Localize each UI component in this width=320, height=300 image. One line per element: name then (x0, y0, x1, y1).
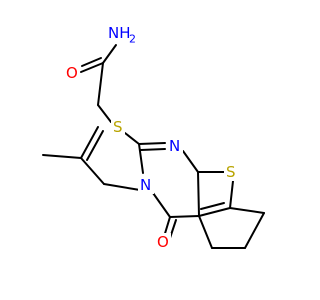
pyrimidine-n1-label: N (169, 137, 180, 155)
bond-c7a-c4a-2 (200, 202, 225, 210)
bond-ch2-alkene (80, 157, 105, 185)
bond-ch2b-ch2c (244, 212, 265, 249)
bond-c4a-ch2a (198, 215, 213, 249)
bond-c2-n1 (138, 142, 166, 145)
bond-n1-c8a (182, 150, 199, 173)
bond-c4-n3 (152, 192, 171, 218)
keto-oxygen-label: O (157, 233, 169, 251)
bond-s-c2 (124, 132, 140, 145)
bond-alkene-terminal-2 (86, 130, 104, 161)
atom-labels: NH 2 O S N N S O (64, 24, 238, 251)
thioether-sulfur: S (111, 118, 125, 136)
bond-c-ch2 (97, 62, 104, 106)
bond-alkene-terminal (80, 126, 99, 159)
pyrimidine-n1: N (167, 137, 183, 155)
bond-ch2-s (97, 104, 112, 123)
bond-amide-c-o-2 (81, 57, 102, 67)
bond-c4a-c4 (169, 215, 200, 218)
pyrimidine-n3: N (138, 176, 154, 194)
amide-oxygen: O (64, 64, 80, 82)
thiophene-sulfur: S (224, 163, 238, 181)
thiophene-sulfur-label: S (226, 163, 236, 181)
bond-lines (42, 44, 265, 249)
bond-c7a-c4a (198, 207, 231, 217)
amide-oxygen-label: O (66, 64, 78, 82)
amide-nitrogen-label: NH (108, 24, 131, 42)
keto-oxygen: O (155, 233, 171, 251)
bond-s-c7a (229, 180, 234, 209)
bond-amide-c-o (80, 62, 104, 73)
bond-n3-ch2 (103, 183, 141, 191)
bond-n3-c2 (138, 143, 144, 174)
pyrimidine-n3-label: N (140, 176, 151, 194)
bond-c4a-c8a (197, 171, 200, 217)
amide-nh2-label: NH 2 (106, 24, 136, 46)
bond-c2-n1-2 (140, 148, 166, 151)
molecule-structure-diagram: NH 2 O S N N S O (42, 24, 265, 251)
bond-ch2c-c7a (229, 207, 265, 214)
amide-nitrogen-subscript: 2 (129, 33, 136, 46)
bond-amide-n-c (102, 44, 117, 64)
bond-alkene-methyl (42, 154, 82, 159)
thioether-sulfur-label: S (113, 118, 123, 136)
